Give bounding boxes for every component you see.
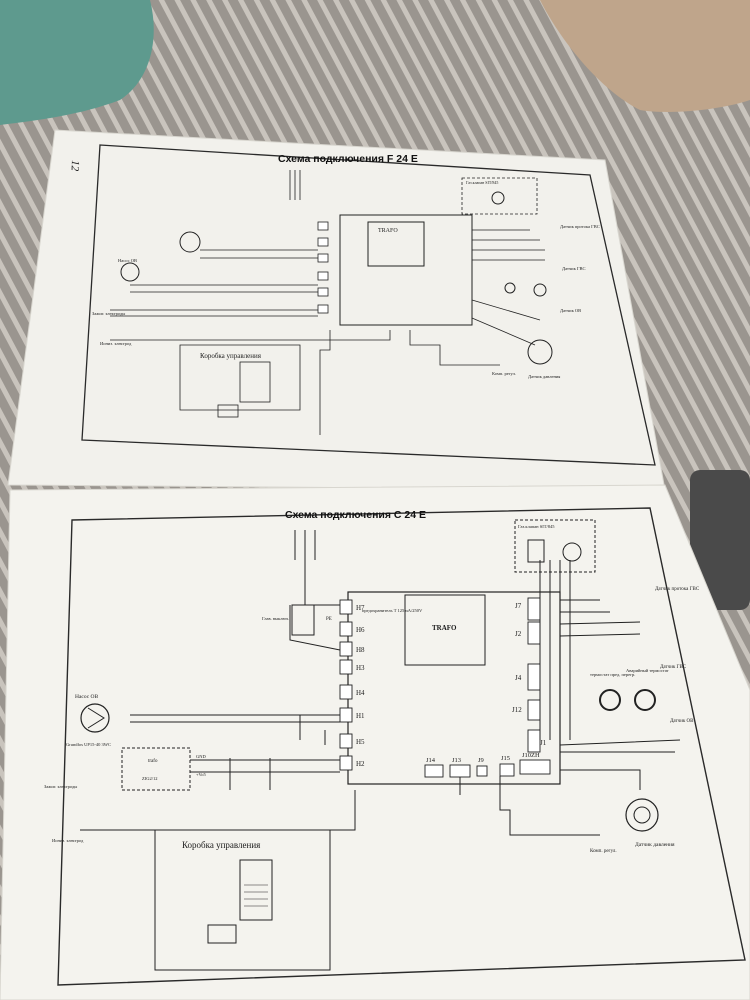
valve-motor-icon bbox=[562, 542, 582, 562]
wood-board bbox=[540, 0, 750, 112]
pressure-sensor-icon-top bbox=[527, 339, 553, 365]
vdc-label: +Vo5 bbox=[196, 772, 206, 777]
control-box-display bbox=[239, 859, 273, 921]
conn-h3: H3 bbox=[356, 664, 365, 672]
pump-label: Насос ОВ bbox=[75, 694, 99, 700]
conn-j15: J15 bbox=[501, 755, 510, 762]
bottom-connector-labels: J14 J13 J9 J15 J10ZH bbox=[426, 752, 540, 764]
ionisation-label: Иониз. электрод bbox=[52, 838, 84, 843]
conn-h5: H5 bbox=[356, 738, 365, 746]
conn-j12: J12 bbox=[512, 706, 522, 714]
conn-j13: J13 bbox=[452, 757, 461, 764]
pressure-sensor-label: Датчик давления bbox=[635, 842, 675, 848]
page-number: 12 bbox=[69, 160, 81, 172]
ch-sensor-label: Датчик ОВ bbox=[670, 719, 694, 724]
ignition-label-top: Зажиг. электроды bbox=[92, 311, 125, 316]
comp-reg-label: Комп. регул. bbox=[590, 849, 617, 854]
conn-h2: H2 bbox=[356, 760, 365, 768]
top-sheet-title: Схема подключения F 24 E bbox=[278, 153, 418, 165]
pump-icon bbox=[80, 703, 110, 733]
room-thermostat-icon bbox=[599, 689, 621, 711]
main-switch bbox=[291, 604, 315, 636]
pump-label-top: Насос ОВ bbox=[118, 258, 137, 263]
conn-h6: H6 bbox=[356, 626, 365, 634]
ch-sensor-label-top: Датчик ОВ bbox=[560, 308, 581, 313]
safety-thermostat-label: Аварийный термостат bbox=[626, 668, 669, 673]
ignition-label: Зажиг. электроды bbox=[44, 784, 77, 789]
trafo-label-top: TRAFO bbox=[378, 228, 398, 234]
conn-j7: J7 bbox=[515, 602, 522, 610]
conn-h4: H4 bbox=[356, 689, 365, 697]
main-switch-label: Глав. выключ. bbox=[262, 616, 289, 621]
control-box-label-top: Коробка управления bbox=[200, 352, 262, 360]
dhw-temp-label-top: Датчик ГВС bbox=[562, 266, 586, 271]
pressure-sensor-label-top: Датчик давления bbox=[528, 374, 560, 379]
gas-valve-box bbox=[514, 519, 596, 573]
gas-valve-label: Газ.клапан SIT/845 bbox=[518, 524, 555, 529]
room-thermostat-label: термостат пред. перегр. bbox=[590, 672, 635, 677]
pressure-sensor-icon bbox=[625, 798, 659, 832]
comp-reg-label-top: Комп. регул. bbox=[492, 371, 516, 376]
conn-h7: H7 bbox=[356, 604, 365, 612]
top-sheet: 12 Схема подключения F 24 E TRAFO bbox=[7, 129, 666, 491]
dhw-sensor-label-top: Датчик протока ГВС bbox=[560, 224, 600, 229]
dark-patch bbox=[690, 470, 750, 610]
left-connector-labels: H7 H6 H8 H3 H4 H1 H5 H2 bbox=[356, 604, 365, 768]
conn-j10zh: J10ZH bbox=[522, 752, 540, 759]
ionisation-label-top: Иониз. электрод bbox=[100, 341, 132, 346]
right-connector-labels: J7 J2 J4 J12 J1 bbox=[512, 602, 547, 747]
dhw-sensor-label: Датчик протока ГВС bbox=[655, 587, 700, 592]
bottom-sheet: Схема подключения C 24 E TRAFO предохран… bbox=[0, 484, 750, 1000]
fuse-label: предохранитель T 125mA/250V bbox=[362, 608, 423, 613]
pump-model-label: Grundfos UP15-40 3WC bbox=[66, 742, 111, 747]
pump-icon-top bbox=[120, 262, 140, 282]
trafo-box-label: trafo bbox=[148, 759, 158, 764]
conn-j9: J9 bbox=[478, 757, 484, 764]
trafo-label: TRAFO bbox=[432, 624, 457, 632]
conn-h8: H8 bbox=[356, 646, 365, 654]
gnd-label: GND bbox=[196, 754, 206, 759]
control-box-label: Коробка управления bbox=[182, 840, 260, 850]
fan-icon-top bbox=[179, 231, 201, 253]
bottom-sheet-title: Схема подключения C 24 E bbox=[285, 509, 426, 521]
teal-cloth bbox=[0, 0, 154, 125]
trafo-box bbox=[404, 594, 486, 666]
conn-j1: J1 bbox=[540, 739, 547, 747]
dhw-temp-label: Датчик ГВС bbox=[660, 665, 687, 670]
conn-j14: J14 bbox=[426, 757, 436, 764]
conn-h1: H1 bbox=[356, 712, 365, 720]
gas-valve-label-top: Газ.клапан SIT/845 bbox=[466, 180, 498, 185]
safety-thermostat-icon bbox=[634, 689, 656, 711]
conn-j2: J2 bbox=[515, 630, 522, 638]
conn-j4: J4 bbox=[515, 674, 522, 682]
pe-label: PE bbox=[326, 617, 332, 622]
trafo-code-label: ZIG2/12 bbox=[142, 776, 158, 781]
